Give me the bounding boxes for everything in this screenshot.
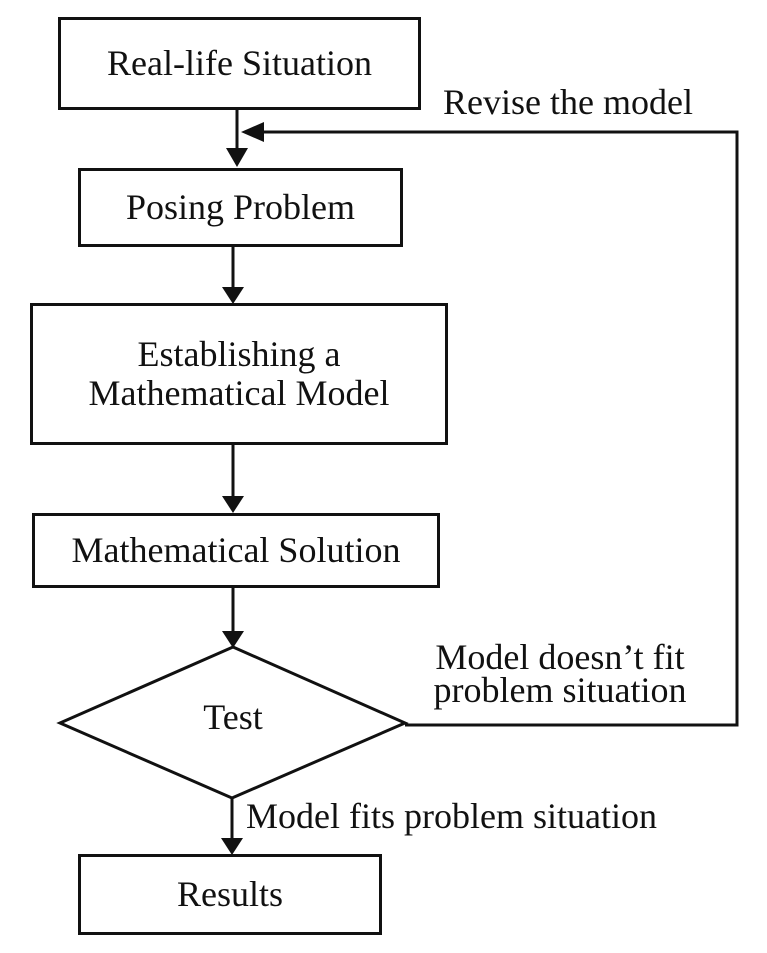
node-mathematical-solution: Mathematical Solution [32, 513, 440, 588]
edge-establishing-solution-arrowhead [222, 496, 244, 513]
edge-test-results-arrowhead [221, 838, 243, 855]
node-establishing-line-2: Mathematical Model [88, 373, 390, 413]
node-establishing-line-1: Establishing a [137, 334, 341, 375]
edge-label-revise-the-model: Revise the model [443, 82, 693, 122]
edge-label-model-doesnt-fit-line-1: Model doesn’t fit [435, 637, 685, 677]
node-establishing-mathematical-model: Establishing a Mathematical Model [30, 303, 448, 445]
edge-label-model-doesnt-fit-line-2: problem situation [433, 670, 687, 710]
node-real-life-situation-label: Real-life Situation [107, 43, 372, 84]
edge-label-model-fits: Model fits problem situation [246, 796, 657, 836]
edge-feedback-arrowhead [241, 122, 264, 142]
node-mathematical-solution-label: Mathematical Solution [71, 530, 401, 571]
edge-posing-establishing-arrowhead [222, 287, 244, 304]
edge-reallife-posing-arrowhead [226, 148, 248, 167]
edge-label-model-doesnt-fit: Model doesn’t fit problem situation [405, 637, 715, 710]
node-real-life-situation: Real-life Situation [58, 17, 421, 110]
node-establishing-mathematical-model-label: Establishing a Mathematical Model [89, 335, 390, 413]
node-posing-problem-label: Posing Problem [125, 187, 356, 228]
edge-feedback-line [262, 130, 739, 727]
node-results: Results [78, 854, 382, 935]
edge-solution-test-arrowhead [222, 631, 244, 648]
test-diamond-shape [56, 645, 409, 800]
node-test-label: Test [203, 697, 263, 737]
node-posing-problem: Posing Problem [78, 168, 403, 247]
node-results-label: Results [176, 874, 283, 915]
